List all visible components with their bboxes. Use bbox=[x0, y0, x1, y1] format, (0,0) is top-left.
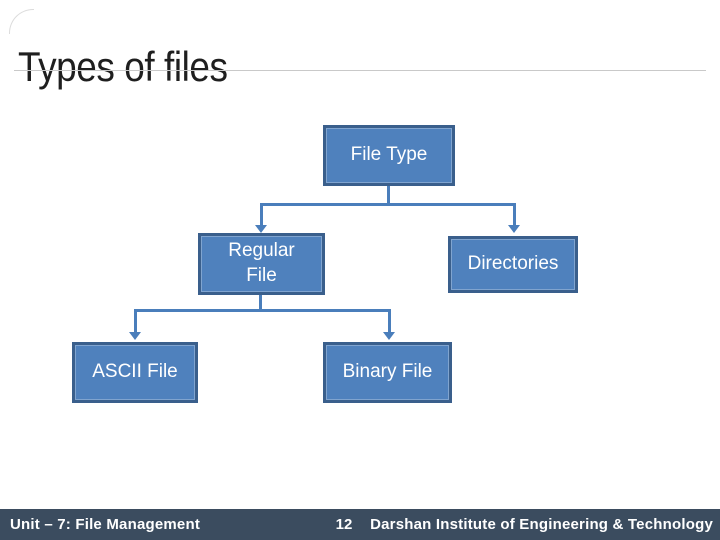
node-binary-file: Binary File bbox=[323, 342, 452, 403]
connector-root-stem bbox=[387, 186, 390, 206]
title-divider bbox=[14, 70, 706, 71]
node-ascii-file-label: ASCII File bbox=[92, 361, 178, 383]
connector-level1-horizontal bbox=[260, 203, 516, 206]
arrowhead-directories bbox=[508, 225, 520, 233]
connector-level2-horizontal bbox=[134, 309, 391, 312]
node-file-type-label: File Type bbox=[350, 144, 428, 166]
arrowhead-ascii-file bbox=[129, 332, 141, 340]
node-file-type: File Type bbox=[323, 125, 455, 186]
node-regular-file: Regular File bbox=[198, 233, 325, 295]
connector-to-binary-file bbox=[388, 309, 391, 333]
arrowhead-regular-file bbox=[255, 225, 267, 233]
connector-to-regular-file bbox=[260, 203, 263, 226]
node-directories-label: Directories bbox=[467, 253, 559, 275]
connector-regular-stem bbox=[259, 295, 262, 312]
footer-bar: Unit – 7: File Management 12 Darshan Ins… bbox=[0, 509, 720, 540]
node-regular-file-label: Regular File bbox=[228, 240, 295, 286]
node-ascii-file: ASCII File bbox=[72, 342, 198, 403]
connector-to-directories bbox=[513, 203, 516, 226]
node-binary-file-label: Binary File bbox=[342, 361, 433, 383]
footer-institute-label: Darshan Institute of Engineering & Techn… bbox=[370, 516, 713, 533]
page-title: Types of files bbox=[18, 43, 228, 91]
footer-page-number: 12 bbox=[335, 516, 353, 533]
slide-corner-decoration bbox=[9, 9, 34, 34]
connector-to-ascii-file bbox=[134, 309, 137, 333]
node-directories: Directories bbox=[448, 236, 578, 293]
arrowhead-binary-file bbox=[383, 332, 395, 340]
footer-unit-label: Unit – 7: File Management bbox=[10, 516, 201, 533]
